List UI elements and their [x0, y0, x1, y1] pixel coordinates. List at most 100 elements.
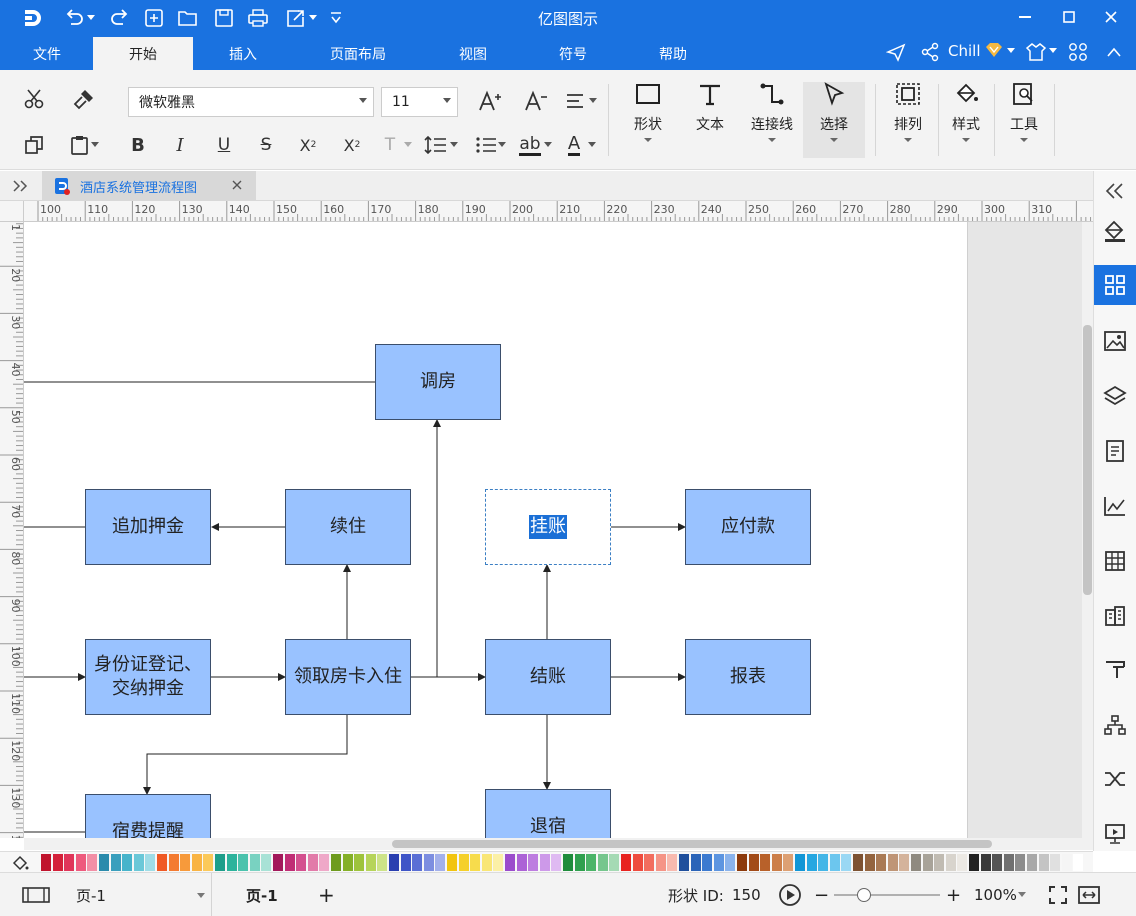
maximize-icon[interactable]	[1054, 4, 1084, 30]
fullscreen-icon[interactable]	[1048, 873, 1068, 916]
menu-tab-insert[interactable]: 插入	[229, 46, 257, 63]
flow-node-tiaofang[interactable]: 调房	[375, 344, 501, 420]
flow-node-sufei[interactable]: 宿费提醒	[85, 794, 211, 838]
color-swatch[interactable]	[969, 854, 979, 871]
color-swatch[interactable]	[215, 854, 225, 871]
color-swatch[interactable]	[307, 854, 318, 871]
color-swatch[interactable]	[342, 854, 353, 871]
building-panel-icon[interactable]	[1094, 596, 1136, 636]
color-swatch[interactable]	[957, 854, 968, 871]
vertical-scroll-thumb[interactable]	[1083, 325, 1092, 595]
color-swatch[interactable]	[75, 854, 86, 871]
color-swatch[interactable]	[52, 854, 63, 871]
share-icon[interactable]	[918, 40, 942, 64]
undo-dropdown-icon[interactable]	[86, 6, 96, 30]
color-swatch[interactable]	[296, 854, 307, 871]
vip-badge-icon[interactable]	[984, 40, 1004, 60]
share-send-icon[interactable]	[884, 40, 908, 64]
zoom-out-button[interactable]: −	[814, 884, 830, 906]
color-swatch[interactable]	[412, 854, 423, 871]
zoom-slider-knob[interactable]	[856, 888, 871, 902]
drawing-page[interactable]: 调房 追加押金 续住 挂账 应付款 身份证登记、 交纳押金 领取房卡入住 结账 …	[24, 222, 968, 838]
color-swatch[interactable]	[841, 854, 852, 871]
color-swatch[interactable]	[447, 854, 457, 871]
color-swatch[interactable]	[911, 854, 921, 871]
color-swatch[interactable]	[737, 854, 747, 871]
paste-icon[interactable]	[66, 132, 94, 158]
format-painter-icon[interactable]	[70, 86, 98, 112]
color-swatch[interactable]	[331, 854, 341, 871]
color-swatch[interactable]	[563, 854, 573, 871]
color-swatch[interactable]	[980, 854, 991, 871]
underline-icon[interactable]: U	[217, 135, 231, 155]
select-tool-button[interactable]: 选择	[803, 82, 865, 158]
node-label-selected[interactable]: 挂账	[529, 515, 567, 539]
text-case-icon[interactable]: T	[384, 135, 396, 155]
tools-button[interactable]: 工具	[993, 82, 1055, 158]
color-swatch[interactable]	[423, 854, 434, 871]
undo-icon[interactable]	[62, 6, 86, 30]
app-logo-icon[interactable]	[20, 6, 44, 30]
collapse-ribbon-icon[interactable]	[1102, 40, 1126, 64]
color-swatch[interactable]	[655, 854, 666, 871]
image-panel-icon[interactable]	[1094, 321, 1136, 361]
color-swatch[interactable]	[470, 854, 481, 871]
color-swatch[interactable]	[551, 854, 562, 871]
table-panel-icon[interactable]	[1094, 541, 1136, 581]
color-swatch[interactable]	[191, 854, 202, 871]
color-swatch[interactable]	[679, 854, 689, 871]
fit-width-icon[interactable]	[1078, 873, 1100, 916]
arrange-button[interactable]: 排列	[877, 82, 939, 158]
theme-dropdown-icon[interactable]	[1048, 46, 1058, 56]
color-swatch[interactable]	[168, 854, 179, 871]
horizontal-scrollbar[interactable]	[24, 838, 1093, 850]
canvas-area[interactable]: 调房 追加押金 续住 挂账 应付款 身份证登记、 交纳押金 领取房卡入住 结账 …	[24, 222, 1082, 838]
color-swatch[interactable]	[284, 854, 295, 871]
color-swatch[interactable]	[1027, 854, 1037, 871]
apps-grid-icon[interactable]	[1066, 40, 1090, 64]
play-presentation-icon[interactable]	[778, 873, 802, 916]
color-swatch[interactable]	[41, 854, 51, 871]
color-swatch[interactable]	[133, 854, 144, 871]
align-dropdown-icon[interactable]	[586, 88, 600, 114]
page-panel-icon[interactable]	[1094, 431, 1136, 471]
color-swatch[interactable]	[377, 854, 388, 871]
layers-panel-icon[interactable]	[1094, 376, 1136, 416]
shape-tool-button[interactable]: 形状	[617, 82, 679, 158]
flow-node-zhuijia[interactable]: 追加押金	[85, 489, 211, 565]
color-swatch[interactable]	[1061, 854, 1072, 871]
text-highlight-icon[interactable]: ab	[519, 133, 541, 156]
line-spacing-dropdown-icon[interactable]	[448, 132, 460, 158]
color-swatch[interactable]	[574, 854, 585, 871]
font-color-icon[interactable]: A	[567, 132, 581, 156]
page-selector[interactable]: 页-1	[64, 873, 212, 916]
color-swatch[interactable]	[1073, 854, 1084, 871]
color-swatch[interactable]	[632, 854, 643, 871]
color-swatch[interactable]	[853, 854, 863, 871]
font-size-select[interactable]: 11	[381, 87, 458, 117]
color-swatch[interactable]	[516, 854, 527, 871]
export-icon[interactable]	[284, 6, 308, 30]
color-swatch[interactable]	[887, 854, 898, 871]
color-swatch[interactable]	[1038, 854, 1049, 871]
color-swatch[interactable]	[481, 854, 492, 871]
color-swatch[interactable]	[226, 854, 237, 871]
font-family-select[interactable]: 微软雅黑	[128, 87, 374, 117]
decrease-font-icon[interactable]	[522, 88, 550, 114]
color-swatch[interactable]	[400, 854, 411, 871]
color-swatch[interactable]	[87, 854, 98, 871]
flow-node-jiezhang[interactable]: 结账	[485, 639, 611, 715]
color-swatch[interactable]	[713, 854, 724, 871]
close-tab-icon[interactable]	[232, 179, 244, 191]
page-view-icon[interactable]	[22, 873, 50, 916]
document-tab[interactable]: 酒店系统管理流程图	[42, 171, 256, 201]
line-spacing-icon[interactable]	[422, 132, 450, 158]
color-swatch[interactable]	[609, 854, 620, 871]
expand-library-icon[interactable]	[10, 177, 32, 195]
color-swatch[interactable]	[992, 854, 1003, 871]
flow-node-shenfen[interactable]: 身份证登记、 交纳押金	[85, 639, 211, 715]
color-swatch[interactable]	[795, 854, 805, 871]
horizontal-scroll-thumb[interactable]	[392, 840, 992, 848]
